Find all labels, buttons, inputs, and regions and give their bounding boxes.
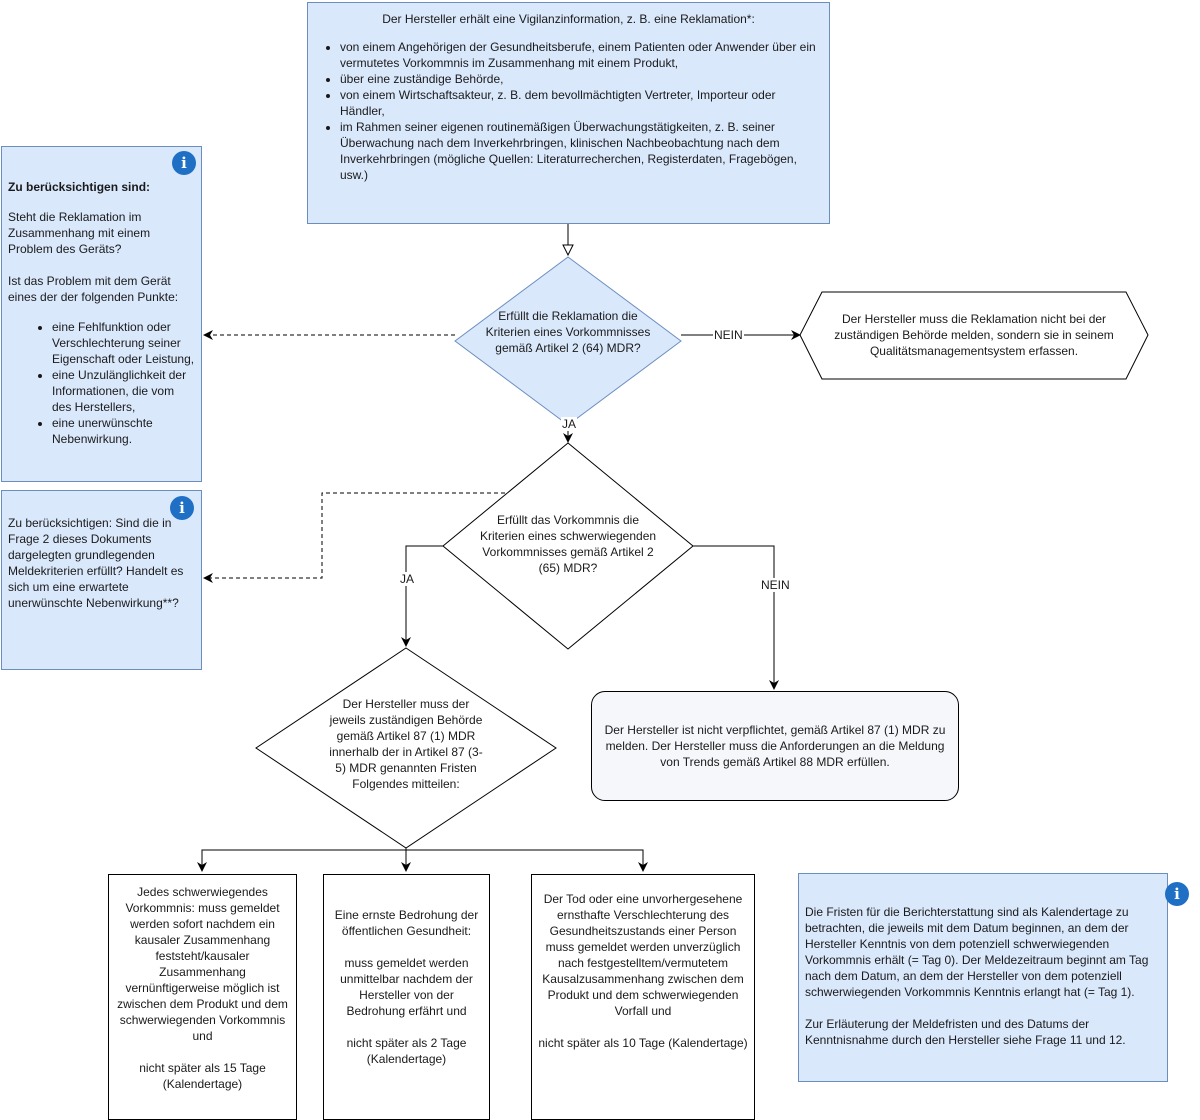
- list-item: von einem Angehörigen der Gesundheitsber…: [340, 39, 819, 71]
- info-box-reporting-criteria: i Zu berücksichtigen: Sind die in Frage …: [1, 490, 202, 670]
- info-box-considerations: i Zu berücksichtigen sind: Steht die Rek…: [1, 146, 202, 482]
- info-icon: i: [1165, 882, 1189, 906]
- decision1-text: Erfüllt die Reklamation die Kriterien ei…: [485, 309, 651, 355]
- list-item: von einem Wirtschaftsakteur, z. B. dem b…: [340, 87, 819, 119]
- hexagon-text: Der Hersteller muss die Reklamation nich…: [834, 312, 1114, 358]
- list-item: eine Unzulänglichkeit der Informationen,…: [52, 367, 195, 415]
- serious-incident-text: Jedes schwerwiegendes Vorkommnis: muss g…: [117, 885, 288, 1043]
- serious-incident-deadline: nicht später als 15 Tage (Kalendertage): [139, 1061, 266, 1091]
- info-icon: i: [172, 151, 196, 175]
- decision2-text: Erfüllt das Vorkommnis die Kriterien ein…: [479, 513, 657, 575]
- list-item: über eine zuständige Behörde,: [340, 71, 819, 87]
- hexagon-shape: [799, 291, 1149, 380]
- vigilance-heading: Der Hersteller erhält eine Vigilanzinfor…: [382, 12, 755, 26]
- info1-para1: Steht die Reklamation im Zusammenhang mi…: [8, 210, 151, 256]
- decision1-yes-label: JA: [561, 417, 578, 431]
- info1-para2: Ist das Problem mit dem Gerät eines der …: [8, 274, 179, 304]
- info3-para2: Zur Erläuterung der Meldefristen und des…: [805, 1017, 1126, 1047]
- serious-incident-box: Jedes schwerwiegendes Vorkommnis: muss g…: [108, 874, 297, 1120]
- info-icon: i: [170, 496, 194, 520]
- vigilance-list: von einem Angehörigen der Gesundheitsber…: [318, 39, 819, 183]
- arrow-decision2-no: [693, 545, 779, 690]
- vigilance-info-box: Der Hersteller erhält eine Vigilanzinfor…: [307, 2, 830, 224]
- death-deterioration-text: Der Tod oder eine unvorhergesehene ernst…: [542, 892, 744, 1018]
- decision2-diamond: [442, 442, 694, 650]
- public-health-threat-text: Eine ernste Bedrohung der öffentlichen G…: [334, 908, 479, 938]
- branch-left: [197, 849, 406, 872]
- death-deterioration-deadline: nicht später als 10 Tage (Kalendertage): [538, 1036, 748, 1050]
- dashed-decision2-info2: [203, 492, 505, 583]
- decision2-no-label: NEIN: [760, 578, 791, 592]
- list-item: eine Fehlfunktion oder Verschlechterung …: [52, 319, 195, 367]
- public-health-threat-box: Eine ernste Bedrohung der öffentlichen G…: [323, 874, 490, 1120]
- info1-list: eine Fehlfunktion oder Verschlechterung …: [8, 319, 195, 447]
- decision2-yes-label: JA: [399, 572, 416, 586]
- public-health-threat-deadline: nicht später als 2 Tage (Kalendertage): [346, 1036, 467, 1066]
- no-reporting-box: Der Hersteller ist nicht verpflichtet, g…: [591, 691, 959, 801]
- decision3-text: Der Hersteller muss der jeweils zuständi…: [329, 697, 483, 791]
- info1-title: Zu berücksichtigen sind:: [8, 180, 151, 194]
- info2-text: Zu berücksichtigen: Sind die in Frage 2 …: [8, 516, 184, 610]
- death-deterioration-box: Der Tod oder eine unvorhergesehene ernst…: [531, 874, 755, 1120]
- info-box-deadlines: i Die Fristen für die Berichterstattung …: [798, 873, 1189, 1082]
- branch-right: [406, 849, 648, 872]
- public-health-threat-text2: muss gemeldet werden unmittelbar nachdem…: [340, 956, 473, 1018]
- no-reporting-text: Der Hersteller ist nicht verpflichtet, g…: [604, 723, 946, 769]
- decision1-no-label: NEIN: [713, 328, 744, 342]
- arrow-decision2-yes: [401, 545, 443, 647]
- list-item: im Rahmen seiner eigenen routinemäßigen …: [340, 119, 819, 183]
- list-item: eine unerwünschte Nebenwirkung.: [52, 415, 195, 447]
- info3-para1: Die Fristen für die Berichterstattung si…: [805, 905, 1149, 999]
